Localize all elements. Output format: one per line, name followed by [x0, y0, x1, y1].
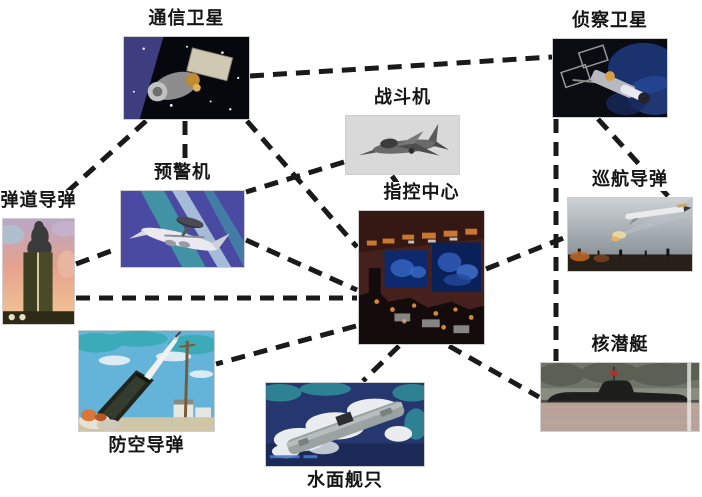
comm-satellite-image	[123, 36, 250, 120]
recon-satellite-label: 侦察卫星	[570, 10, 650, 32]
ballistic-missile-label: 弹道导弹	[0, 190, 79, 212]
ballistic-missile-image	[2, 218, 75, 325]
cruise-missile-label: 巡航导弹	[590, 169, 670, 191]
link-comm-satellite--ballistic-missile	[64, 119, 148, 195]
link-comm-satellite--command-center	[245, 119, 359, 249]
surface-ship-label: 水面舰只	[305, 470, 385, 492]
fighter-jet-image	[345, 115, 460, 175]
air-defense-missile-label: 防空导弹	[106, 435, 187, 457]
comm-satellite-label: 通信卫星	[146, 8, 227, 30]
fighter-jet-label: 战斗机	[372, 87, 433, 109]
command-center-label: 指控中心	[381, 182, 462, 204]
cruise-missile-image	[567, 197, 693, 272]
nuclear-submarine-label: 核潜艇	[589, 334, 651, 356]
surface-ship-image	[265, 382, 425, 467]
link-command-center--surface-ship	[361, 344, 401, 383]
link-command-center--nuclear-submarine	[447, 343, 541, 400]
link-recon-satellite--cruise-missile	[596, 117, 670, 198]
link-fighter-jet--awacs	[245, 159, 345, 195]
link-ballistic-missile--awacs	[75, 245, 120, 267]
recon-satellite-image	[552, 38, 668, 118]
nuclear-submarine-image	[540, 362, 700, 432]
air-defense-missile-image	[78, 330, 215, 432]
link-command-center--air-defense-missile	[215, 323, 357, 367]
link-comm-satellite--recon-satellite	[249, 54, 553, 79]
link-command-center--cruise-missile	[485, 234, 567, 272]
awacs-image	[120, 190, 245, 268]
awacs-label: 预警机	[152, 162, 213, 184]
command-center-image	[358, 210, 485, 345]
link-awacs--command-center	[244, 237, 359, 293]
